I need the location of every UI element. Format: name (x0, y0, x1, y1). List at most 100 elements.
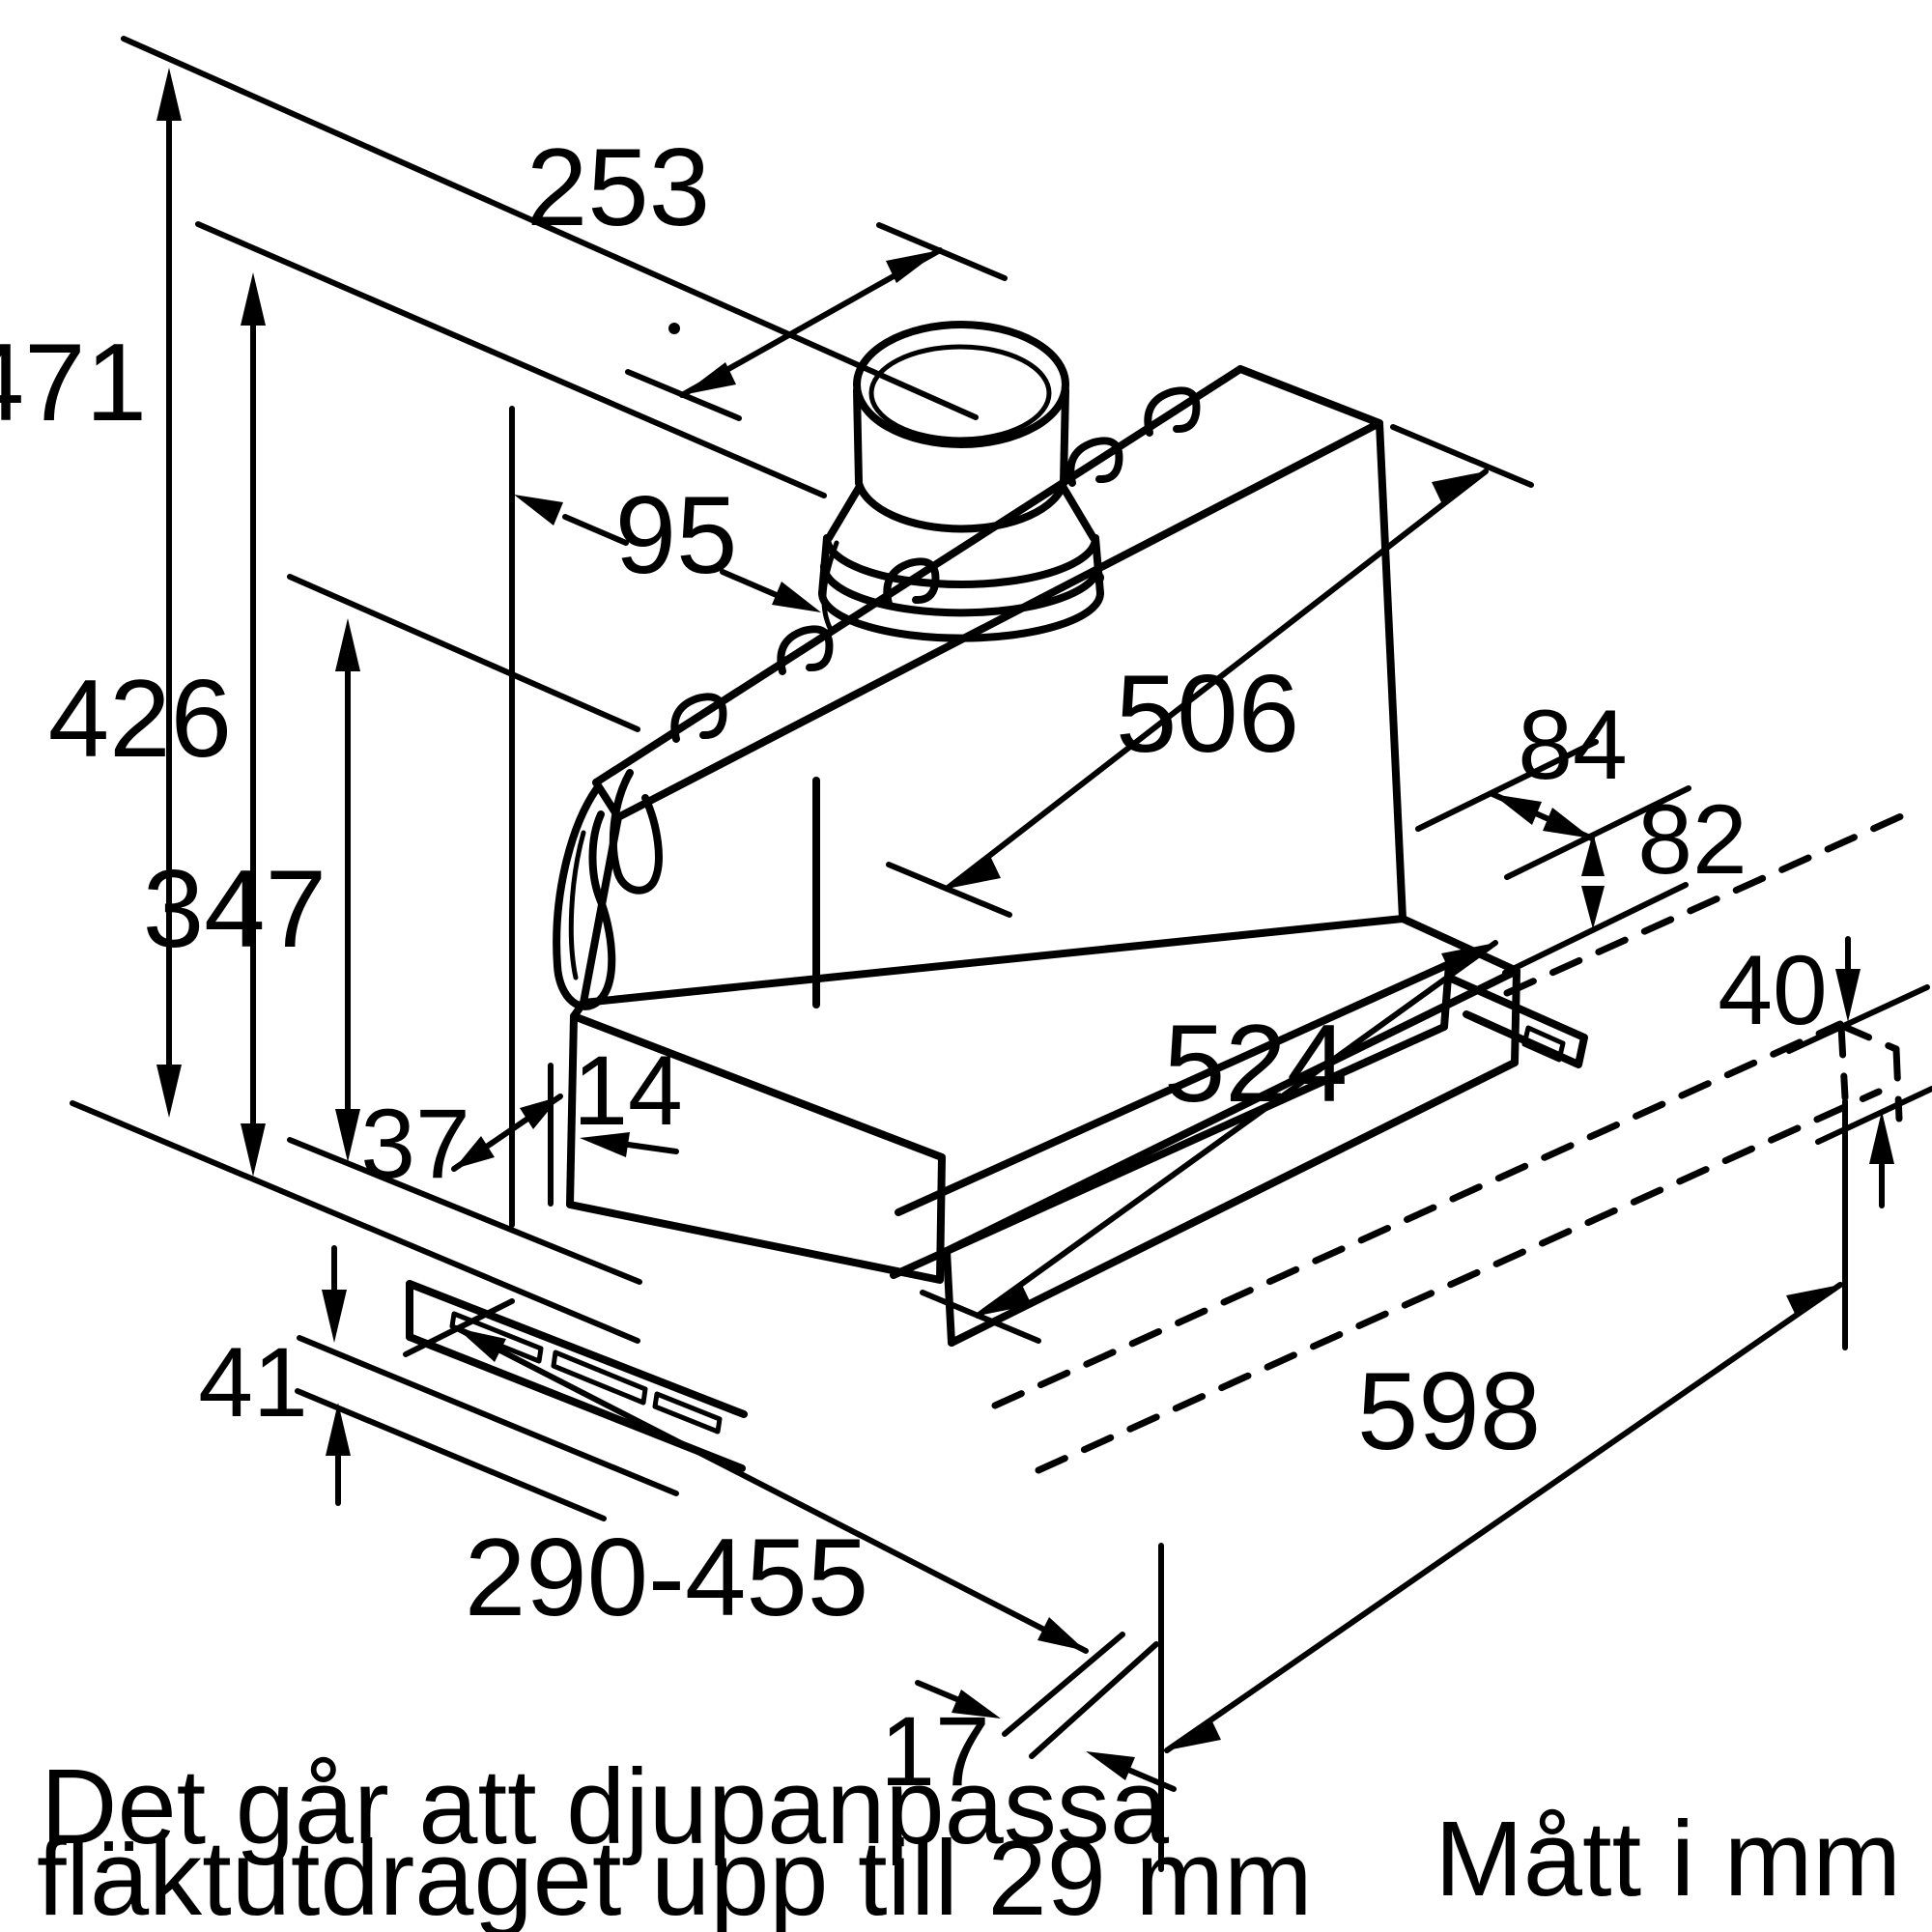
ext-line-426 (195, 221, 827, 498)
dim-84-label: 84 (1518, 690, 1627, 800)
ext-253-left (625, 369, 742, 421)
arrow-17-left (952, 1690, 1001, 1719)
ext-82-bottom (1502, 882, 1689, 976)
dashed-front-bottom (1035, 1088, 1883, 1474)
dimension-labels: 471 426 347 253 95 506 84 82 40 524 37 1… (0, 127, 1828, 1806)
lower-box-bottom-edge (948, 1059, 1519, 1347)
dashed-rear-top (1503, 812, 1905, 997)
ext-506-left (886, 862, 1012, 918)
baseline-c (297, 1335, 679, 1496)
rail-top-edge (406, 1280, 748, 1418)
arrow-37-lower (454, 1136, 495, 1169)
duct-top-rim (853, 321, 1069, 448)
baseline-b (287, 1137, 642, 1285)
dimension-lines (156, 68, 1932, 1872)
dim-524-label: 524 (1164, 1003, 1348, 1125)
rail-slot-3 (652, 1391, 723, 1435)
centreline-dots (668, 323, 1104, 583)
arrow-95-right (772, 582, 821, 612)
arrow-347-up (335, 618, 360, 671)
dim-line-506 (944, 469, 1489, 892)
dim-line-524 (975, 940, 1498, 1319)
frame-band (890, 960, 1453, 1279)
arrow-290-455-left (457, 1328, 506, 1362)
lower-box-left-edge (943, 1247, 955, 1347)
arrow-17-right (1086, 1751, 1135, 1780)
duct-flange-ring-1 (823, 534, 1099, 588)
arrow-41-up (326, 1403, 351, 1456)
ext-524-left (920, 1290, 1041, 1344)
dashed-front-top (991, 1020, 1844, 1409)
dim-82-label: 82 (1637, 784, 1747, 895)
large-spring-hook-outer (553, 784, 616, 1010)
arrow-524-left (978, 1283, 1032, 1316)
arrow-598-right (1786, 1285, 1840, 1318)
dim-40-label: 40 (1718, 935, 1827, 1045)
arrow-347-down (335, 1109, 360, 1162)
duct-cylinder-sides (853, 386, 1069, 487)
clip-5 (1144, 386, 1201, 437)
arrow-471-down (156, 1065, 182, 1118)
dashed-end-cap-left (1837, 1022, 1849, 1101)
clip-3 (883, 557, 940, 608)
duct-cone-sides (825, 484, 1097, 542)
baseline-a (70, 1100, 640, 1344)
rail-slot-2 (551, 1350, 648, 1406)
arrow-41-down (322, 1290, 347, 1343)
arrow-14 (580, 1132, 630, 1157)
arrow-40-up (1869, 1111, 1894, 1164)
extended-position-dashed (991, 812, 1905, 1474)
arrow-82-down (1581, 886, 1605, 929)
rail-slot-1 (449, 1311, 544, 1364)
centre-dot-top (668, 323, 680, 334)
ext-84-right (1504, 785, 1691, 880)
ext-84-left (1415, 739, 1599, 832)
dim-line-598 (1164, 1282, 1843, 1753)
ext-40-bottom (1815, 1086, 1932, 1145)
arrow-426-down (241, 1123, 266, 1177)
dim-line-95-right (720, 569, 781, 599)
mounting-bracket (1445, 974, 1588, 1068)
dim-253-label: 253 (526, 127, 710, 249)
dim-line-290-455 (454, 1325, 1089, 1654)
large-spring-hook-inner (568, 830, 586, 980)
dim-41-label: 41 (198, 1327, 307, 1437)
note-line-2: fläktutdraget upp till 29 mm (37, 1819, 1313, 1932)
duct-cylinder-bottom (855, 479, 1067, 533)
duct-cable (821, 540, 839, 633)
ext-40-top (1786, 984, 1930, 1054)
duct-inner-rim (868, 344, 1052, 442)
ext-line-347 (287, 574, 640, 732)
arrow-95-left (514, 495, 563, 526)
arrow-84-right (1543, 808, 1592, 838)
reference-lines (70, 36, 979, 1521)
body-top-right-edge (1236, 365, 1383, 427)
dim-471-label: 471 (0, 322, 147, 444)
dim-37-label: 37 (360, 1089, 469, 1199)
dim-95-label: 95 (615, 474, 738, 597)
ext-line-top (121, 36, 979, 420)
arrow-524-right (1441, 943, 1495, 976)
duct-flange-ring-2 (820, 562, 1102, 617)
clip-2 (777, 625, 834, 675)
spring-clips (553, 386, 1201, 1010)
units-note: Mått i mm (1435, 1800, 1901, 1918)
dim-347-label: 347 (143, 848, 327, 971)
dim-line-17-right (1125, 1767, 1177, 1792)
ext-253-right (876, 222, 1008, 281)
arrow-253-right (886, 250, 940, 283)
arrow-84-left (1492, 794, 1542, 825)
arrow-506-right (1432, 471, 1486, 504)
arrow-598-left (1167, 1718, 1221, 1750)
clip-1 (670, 693, 727, 743)
ext-290-455-left (403, 1298, 515, 1357)
ext-506-right (1390, 424, 1534, 488)
dim-506-label: 506 (1116, 653, 1299, 776)
dim-426-label: 426 (48, 658, 232, 781)
centre-dot-mid (1093, 572, 1104, 583)
baseline-d (295, 1388, 607, 1521)
arrow-82-up (1581, 833, 1605, 876)
medium-spring-hook (609, 769, 663, 895)
bracket-tab (1521, 1025, 1566, 1063)
